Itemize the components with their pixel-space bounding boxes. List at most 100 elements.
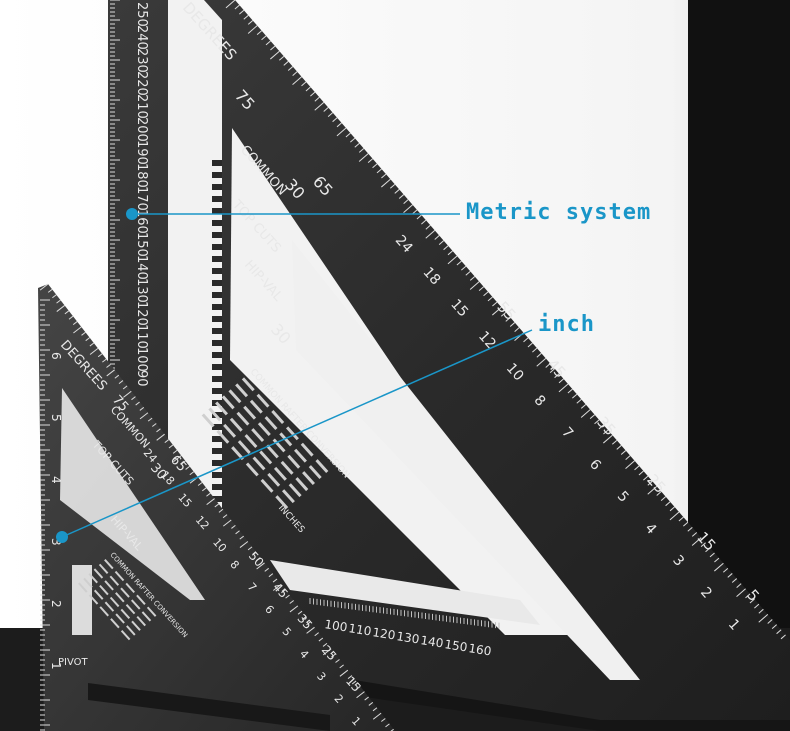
table-cell xyxy=(315,459,329,473)
tick xyxy=(461,265,467,271)
tick xyxy=(68,315,74,320)
tick xyxy=(351,680,357,685)
tick xyxy=(500,311,507,317)
tick xyxy=(305,86,311,92)
table-cell xyxy=(114,570,125,582)
small-square-body xyxy=(38,284,395,731)
table-cell xyxy=(109,575,120,586)
tick xyxy=(118,380,124,384)
inch-number: 2 xyxy=(49,600,63,608)
tick xyxy=(398,194,405,199)
table-cell xyxy=(271,410,285,424)
tick xyxy=(239,9,245,15)
tick xyxy=(394,189,400,194)
table-cell xyxy=(237,440,251,455)
tick xyxy=(505,317,511,322)
tick xyxy=(181,460,186,465)
slot-tooth xyxy=(212,208,222,214)
large-square-body xyxy=(108,0,790,731)
tick xyxy=(239,541,249,548)
table-cell xyxy=(260,478,274,493)
tick xyxy=(314,96,320,102)
table-cell xyxy=(104,580,114,591)
tick xyxy=(323,107,329,112)
table-cell xyxy=(251,428,265,443)
tick xyxy=(403,204,413,214)
bottom-number: 140 xyxy=(420,633,445,650)
tick xyxy=(106,369,115,377)
slot-tooth xyxy=(212,484,222,490)
tick xyxy=(72,321,78,325)
tick xyxy=(620,450,627,455)
slot-tooth xyxy=(212,376,222,382)
tick xyxy=(285,594,290,599)
tick xyxy=(222,514,228,519)
tick xyxy=(156,428,161,433)
tick xyxy=(456,260,462,266)
tick xyxy=(85,337,90,342)
metric-number: 140 xyxy=(134,255,149,280)
table-cell xyxy=(136,615,146,627)
tick xyxy=(549,368,556,373)
slot-tooth xyxy=(212,328,222,334)
tick xyxy=(243,14,249,20)
tick xyxy=(306,626,315,634)
tick xyxy=(297,610,303,615)
tick xyxy=(247,20,254,25)
table-cell xyxy=(229,417,243,432)
table-cell xyxy=(257,422,271,436)
table-cell xyxy=(126,625,136,636)
tick xyxy=(567,388,573,394)
tick xyxy=(771,624,778,629)
tick xyxy=(327,112,334,117)
tick xyxy=(152,423,157,427)
tick xyxy=(705,547,711,553)
table-cell xyxy=(236,411,250,426)
tick xyxy=(339,664,344,669)
tick xyxy=(447,255,458,265)
tick xyxy=(310,91,316,97)
callout-inch-line xyxy=(61,329,533,538)
tick xyxy=(731,578,738,583)
tick xyxy=(558,378,564,384)
tick xyxy=(339,669,349,677)
inch-number: 6 xyxy=(49,352,63,360)
tick xyxy=(403,199,409,204)
metric-number: 100 xyxy=(134,347,149,372)
slot-tooth xyxy=(212,292,222,298)
tick xyxy=(469,276,476,281)
slot-tooth xyxy=(212,364,222,370)
tick xyxy=(745,593,751,599)
tick xyxy=(687,526,693,532)
bottom-number: 130 xyxy=(396,629,421,646)
tick xyxy=(736,583,742,588)
table-cell xyxy=(259,450,273,465)
table-cell xyxy=(280,460,294,475)
table-cell xyxy=(228,389,242,404)
table-cell xyxy=(120,587,130,598)
table-cell xyxy=(287,454,301,469)
bottom-number: 120 xyxy=(372,625,397,642)
table-cell xyxy=(98,563,109,574)
table-cell xyxy=(141,611,152,622)
tick xyxy=(201,487,207,492)
tick xyxy=(206,492,211,497)
tick xyxy=(168,444,174,449)
tick xyxy=(603,429,609,435)
slot-tooth xyxy=(212,352,222,358)
slot-tooth xyxy=(212,316,222,322)
tick xyxy=(281,589,286,594)
tick xyxy=(356,691,365,699)
tick xyxy=(594,419,600,425)
tick xyxy=(754,603,760,609)
tick xyxy=(483,291,489,297)
metric-number: 90 xyxy=(134,370,149,387)
tick xyxy=(368,701,374,706)
table-cell xyxy=(125,582,135,594)
tick xyxy=(691,532,698,537)
tick xyxy=(52,294,57,299)
table-cell xyxy=(104,601,115,612)
tick xyxy=(611,439,618,445)
tick xyxy=(381,173,387,179)
